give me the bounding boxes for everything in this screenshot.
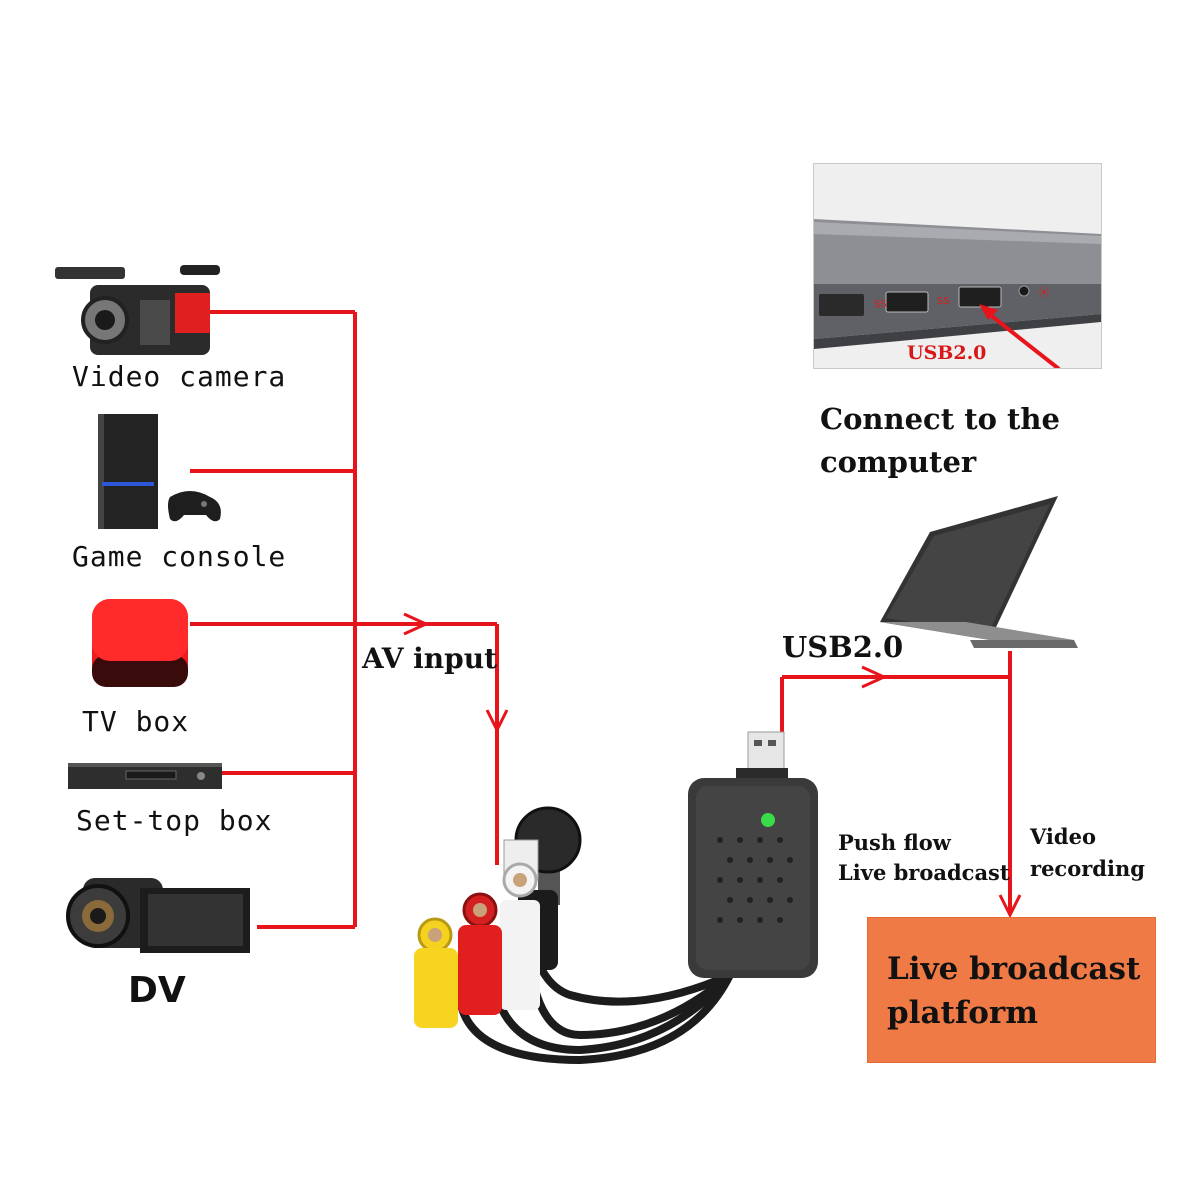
inset-usb-label: USB2.0 (907, 342, 987, 364)
platform-box-line-1: Live broadcast (887, 951, 1141, 987)
push-flow-line-2: Live broadcast (838, 860, 1010, 885)
connect-text-line-2: computer (820, 445, 977, 479)
svg-text:SS: SS (874, 299, 887, 310)
av-input-label: AV input (362, 642, 498, 675)
connect-text-line-1: Connect to the (820, 402, 1060, 436)
live-broadcast-platform-box: Live broadcast platform (867, 917, 1156, 1063)
usb-label: USB2.0 (782, 630, 904, 664)
game-console-icon (98, 414, 221, 529)
push-flow-line-1: Push flow (838, 830, 951, 855)
tv-box-icon (92, 599, 188, 687)
video-camera-icon (55, 265, 220, 355)
source-label-tv-box: TV box (82, 705, 190, 738)
source-label-set-top-box: Set-top box (76, 804, 273, 837)
source-label-dv: DV (128, 970, 186, 1011)
dv-camcorder-icon (66, 878, 250, 953)
video-recording-line-2: recording (1030, 856, 1145, 881)
set-top-box-icon (68, 763, 222, 789)
video-recording-line-1: Video (1030, 824, 1096, 849)
laptop-ports-photo: SS SS ⦿ USB2.0 (813, 163, 1102, 369)
source-label-game-console: Game console (72, 540, 287, 573)
usb-capture-device (414, 731, 818, 1065)
svg-text:SS: SS (937, 296, 950, 307)
laptop-icon (880, 496, 1078, 648)
source-label-video-camera: Video camera (72, 360, 287, 393)
svg-text:⦿: ⦿ (1039, 287, 1049, 299)
platform-box-line-2: platform (887, 995, 1039, 1031)
